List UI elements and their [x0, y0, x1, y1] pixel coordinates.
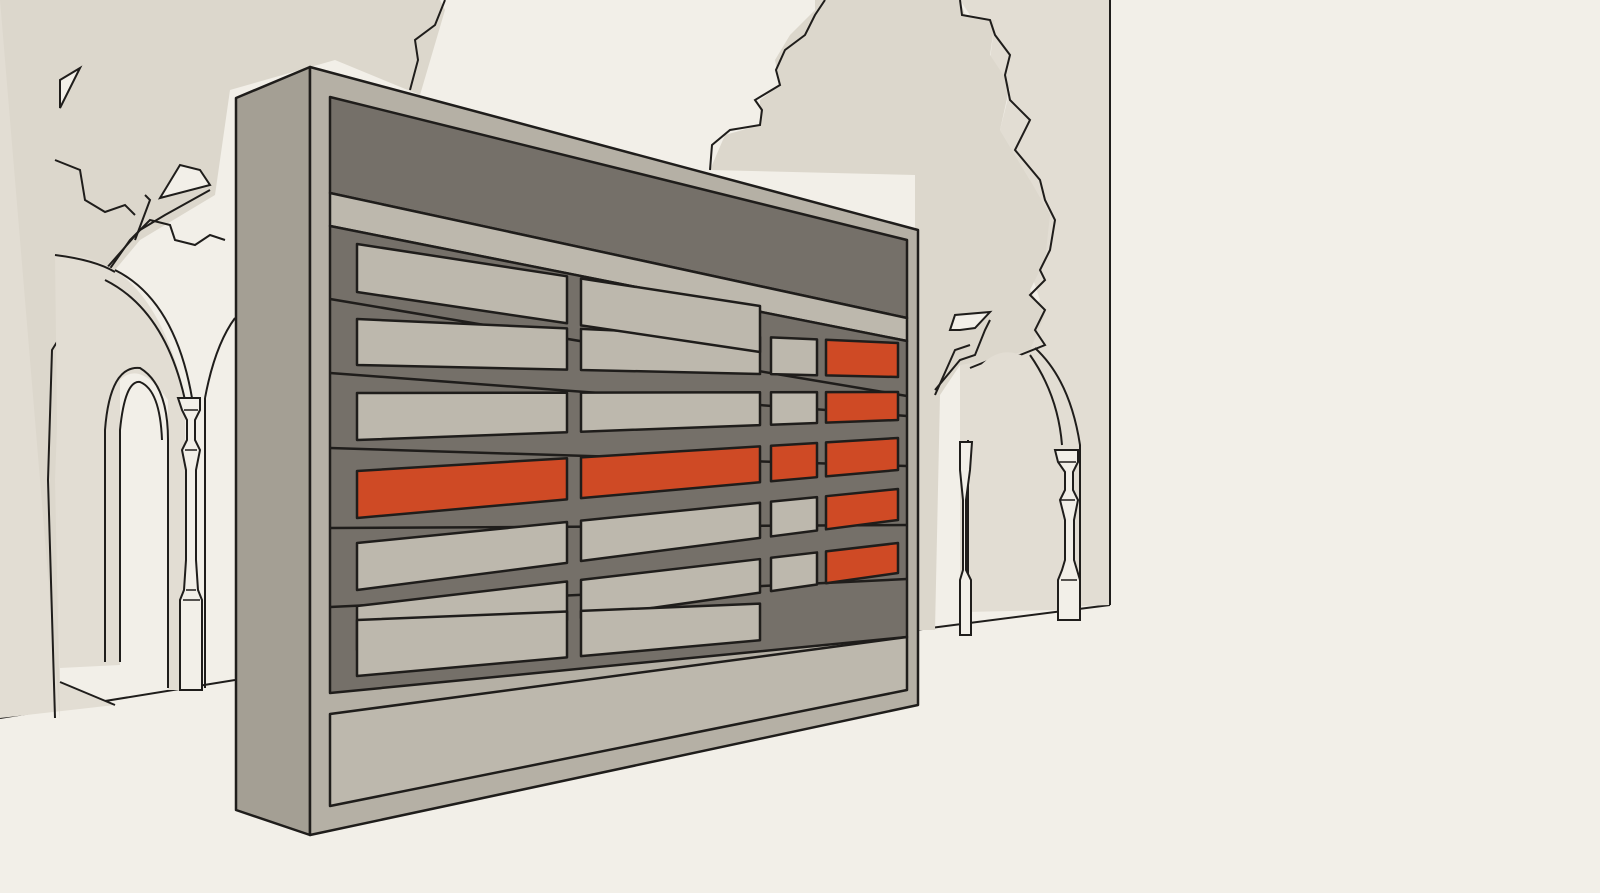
board-cell-alert [824, 390, 900, 424]
board-cell [769, 495, 819, 538]
board-cell [579, 391, 762, 433]
board-cell [579, 501, 762, 563]
board-cell [355, 317, 569, 371]
board-cell [769, 390, 819, 426]
board-cell [579, 557, 762, 620]
board-cell [579, 602, 762, 658]
board-cell [355, 520, 569, 592]
board-cells [355, 242, 900, 678]
board-cell-alert [824, 541, 900, 585]
board-cell [769, 551, 819, 593]
baluster-icon [1053, 449, 1081, 621]
arch-icon [965, 347, 1081, 612]
board-cell [355, 391, 569, 442]
board-cell-alert [769, 441, 819, 483]
board-cell-alert [355, 456, 569, 520]
board-cell-alert [824, 338, 900, 379]
board-cell [355, 242, 569, 325]
board-footer-panel [328, 635, 909, 808]
board-cell-alert [824, 487, 900, 531]
board-cell-alert [824, 436, 900, 478]
board-cell [355, 610, 569, 678]
arch-icon [54, 254, 236, 691]
baluster-icon [959, 441, 974, 636]
board-cell [579, 277, 762, 354]
baluster-icon [176, 397, 203, 691]
board-cell-alert [579, 445, 762, 500]
board-cell [769, 336, 819, 377]
departure-board [234, 65, 920, 837]
tree-icon [709, 0, 1057, 630]
